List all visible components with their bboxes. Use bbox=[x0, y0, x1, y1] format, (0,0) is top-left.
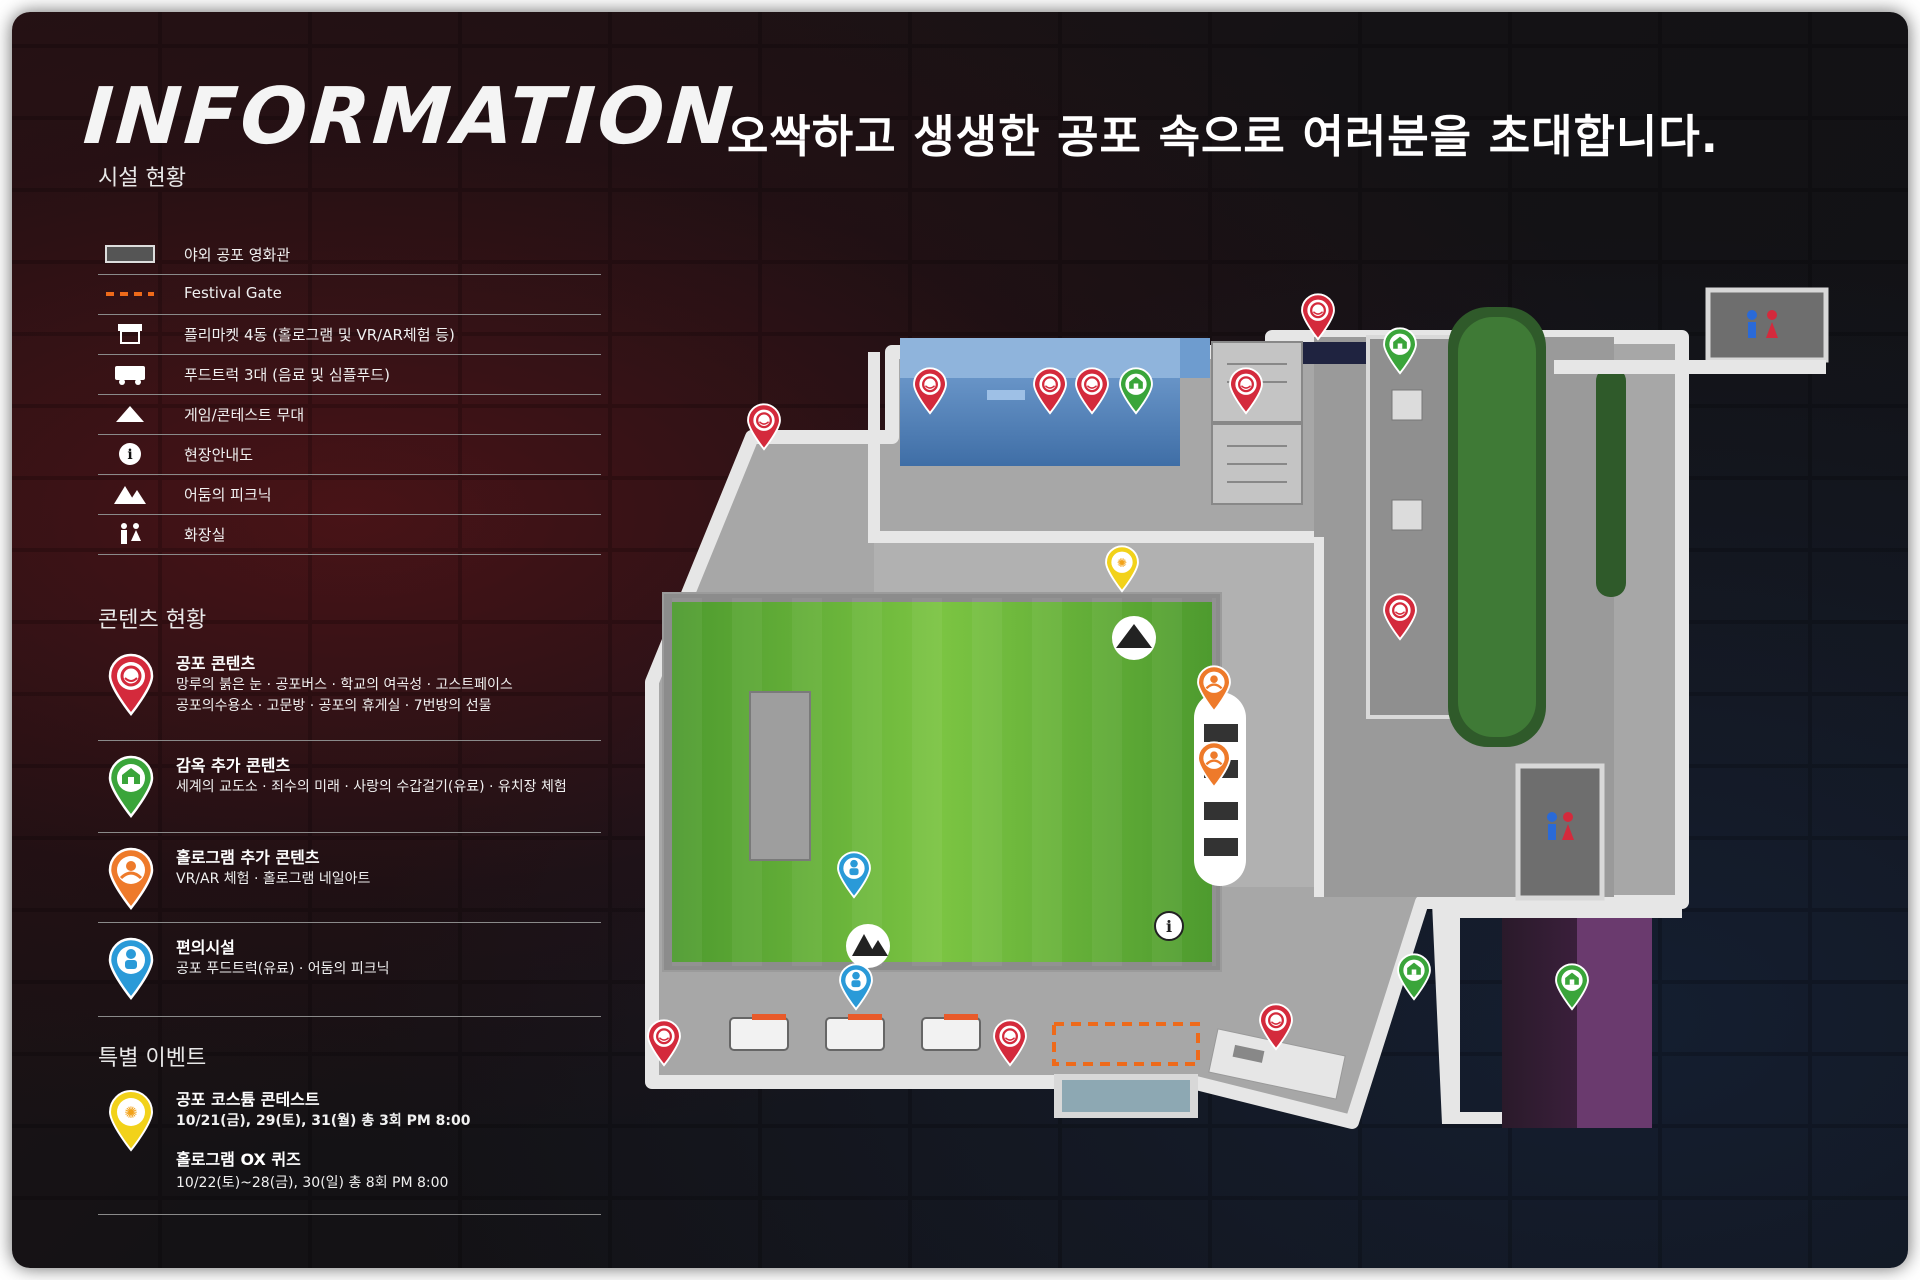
poster-frame: INFORMATION 오싹하고 생생한 공포 속으로 여러분을 초대합니다. … bbox=[12, 12, 1908, 1268]
prison-map-pin[interactable] bbox=[1555, 963, 1589, 1011]
events-section-title: 특별 이벤트 bbox=[98, 1046, 207, 1071]
content-category-description: 세계의 교도소 · 죄수의 미래 · 사랑의 수갑걸기(유료) · 유치장 체험 bbox=[176, 779, 567, 795]
person-icon bbox=[108, 937, 154, 1000]
event-pin-icon: ✺ bbox=[108, 1090, 154, 1152]
food-trucks bbox=[729, 1014, 981, 1051]
restroom-middle bbox=[1515, 763, 1605, 901]
dashed-gate-icon bbox=[104, 282, 156, 306]
info-icon: i bbox=[104, 442, 156, 466]
map-pins: ✺ bbox=[647, 293, 1589, 1067]
prison-house-icon bbox=[108, 755, 154, 818]
content-category-description: 공포의수용소 · 고문방 · 공포의 휴게실 · 7번방의 선물 bbox=[176, 698, 492, 714]
facility-legend-label: 어둠의 피크닉 bbox=[184, 486, 272, 504]
content-category-description: 망루의 붉은 눈 · 공포버스 · 학교의 여곡성 · 고스트페이스 bbox=[176, 677, 513, 693]
facility-legend-label: 플리마켓 4동 (홀로그램 및 VR/AR체험 등) bbox=[184, 326, 455, 344]
facility-legend-row: i 현장안내도 bbox=[98, 434, 601, 475]
facility-legend-row: 화장실 bbox=[98, 514, 601, 555]
venue-map: i ✺ bbox=[645, 287, 1829, 1129]
facility-legend-label: Festival Gate bbox=[184, 284, 282, 302]
picnic-tent-icon bbox=[104, 482, 156, 506]
cinema-rect-icon bbox=[104, 242, 156, 266]
content-category-title: 감옥 추가 콘텐츠 bbox=[176, 756, 291, 775]
info-icon: i bbox=[1154, 911, 1184, 941]
picnic-tent-icon bbox=[846, 924, 890, 968]
event-title: 공포 코스튬 콘테스트 bbox=[176, 1090, 320, 1109]
facility-legend-label: 화장실 bbox=[184, 526, 226, 544]
horror-map-pin[interactable] bbox=[1075, 367, 1109, 415]
horror-map-pin[interactable] bbox=[993, 1019, 1027, 1067]
event-schedule: 10/22(토)~28(금), 30(일) 총 8회 PM 8:00 bbox=[176, 1175, 449, 1191]
market-stall-icon bbox=[104, 322, 156, 346]
event-title: 홀로그램 OX 퀴즈 bbox=[176, 1150, 301, 1169]
facility-legend-label: 게임/콘테스트 무대 bbox=[184, 406, 305, 424]
contents-section-title: 콘텐츠 현황 bbox=[98, 608, 207, 633]
prison-map-pin[interactable] bbox=[1397, 953, 1431, 1001]
horror-face-icon bbox=[108, 653, 154, 716]
stage-tent-icon bbox=[1112, 616, 1156, 660]
outdoor-cinema bbox=[1054, 1074, 1198, 1118]
restroom-top bbox=[1554, 287, 1829, 374]
horror-map-pin[interactable] bbox=[1259, 1003, 1293, 1051]
horror-map-pin[interactable] bbox=[647, 1019, 681, 1067]
facility-legend-row: 야외 공포 영화관 bbox=[98, 234, 601, 275]
purple-zone bbox=[1432, 902, 1682, 1128]
facility-legend-label: 야외 공포 영화관 bbox=[184, 246, 291, 264]
event-map-pin[interactable]: ✺ bbox=[1105, 545, 1139, 593]
content-category-description: VR/AR 체험 · 홀로그램 네일아트 bbox=[176, 871, 371, 887]
horror-map-pin[interactable] bbox=[747, 403, 781, 451]
container-units bbox=[1211, 341, 1303, 505]
facility-legend-row: 게임/콘테스트 무대 bbox=[98, 394, 601, 435]
content-category-title: 홀로그램 추가 콘텐츠 bbox=[176, 848, 320, 867]
prison-map-pin[interactable] bbox=[1383, 327, 1417, 375]
horror-map-pin[interactable] bbox=[1033, 367, 1067, 415]
hologram-icon bbox=[108, 847, 154, 910]
facilities-section-title: 시설 현황 bbox=[98, 166, 186, 191]
facility-legend-row: Festival Gate bbox=[98, 274, 601, 315]
horror-map-pin[interactable] bbox=[1229, 367, 1263, 415]
market-stalls bbox=[1194, 692, 1246, 886]
hologram-map-pin[interactable] bbox=[1197, 665, 1231, 713]
lawn bbox=[662, 592, 1222, 972]
facility-legend-label: 푸드트럭 3대 (음료 및 심플푸드) bbox=[184, 366, 390, 384]
facility-legend-row: 푸드트럭 3대 (음료 및 심플푸드) bbox=[98, 354, 601, 395]
facility-legend-row: 어둠의 피크닉 bbox=[98, 474, 601, 515]
convenience-map-pin[interactable] bbox=[837, 851, 871, 899]
hologram-map-pin[interactable] bbox=[1197, 741, 1231, 789]
content-category-title: 편의시설 bbox=[176, 938, 235, 957]
restroom-icon bbox=[104, 522, 156, 546]
horror-map-pin[interactable] bbox=[1383, 593, 1417, 641]
convenience-map-pin[interactable] bbox=[839, 963, 873, 1011]
horror-map-pin[interactable] bbox=[913, 367, 947, 415]
building-strip bbox=[1366, 335, 1458, 719]
tree-line bbox=[1448, 307, 1626, 747]
stage-tent-icon bbox=[104, 402, 156, 426]
content-legend-row: 홀로그램 추가 콘텐츠 VR/AR 체험 · 홀로그램 네일아트 bbox=[98, 838, 601, 923]
content-category-title: 공포 콘텐츠 bbox=[176, 654, 256, 673]
food-truck-icon bbox=[104, 362, 156, 386]
horror-map-pin[interactable] bbox=[1301, 293, 1335, 341]
festival-gate bbox=[1052, 1022, 1200, 1066]
svg-text:i: i bbox=[1166, 917, 1172, 936]
tagline: 오싹하고 생생한 공포 속으로 여러분을 초대합니다. bbox=[727, 110, 1719, 163]
facility-legend-label: 현장안내도 bbox=[184, 446, 254, 464]
event-schedule: 10/21(금), 29(토), 31(월) 총 3회 PM 8:00 bbox=[176, 1113, 471, 1129]
prison-map-pin[interactable] bbox=[1119, 367, 1153, 415]
content-category-description: 공포 푸드트럭(유료) · 어둠의 피크닉 bbox=[176, 961, 390, 977]
facility-legend-row: 플리마켓 4동 (홀로그램 및 VR/AR체험 등) bbox=[98, 314, 601, 355]
svg-text:✺: ✺ bbox=[1117, 556, 1127, 570]
events-legend: ✺ 공포 코스튬 콘테스트 10/21(금), 29(토), 31(월) 총 3… bbox=[98, 1080, 601, 1215]
svg-text:✺: ✺ bbox=[124, 1103, 137, 1122]
svg-text:i: i bbox=[127, 447, 132, 463]
